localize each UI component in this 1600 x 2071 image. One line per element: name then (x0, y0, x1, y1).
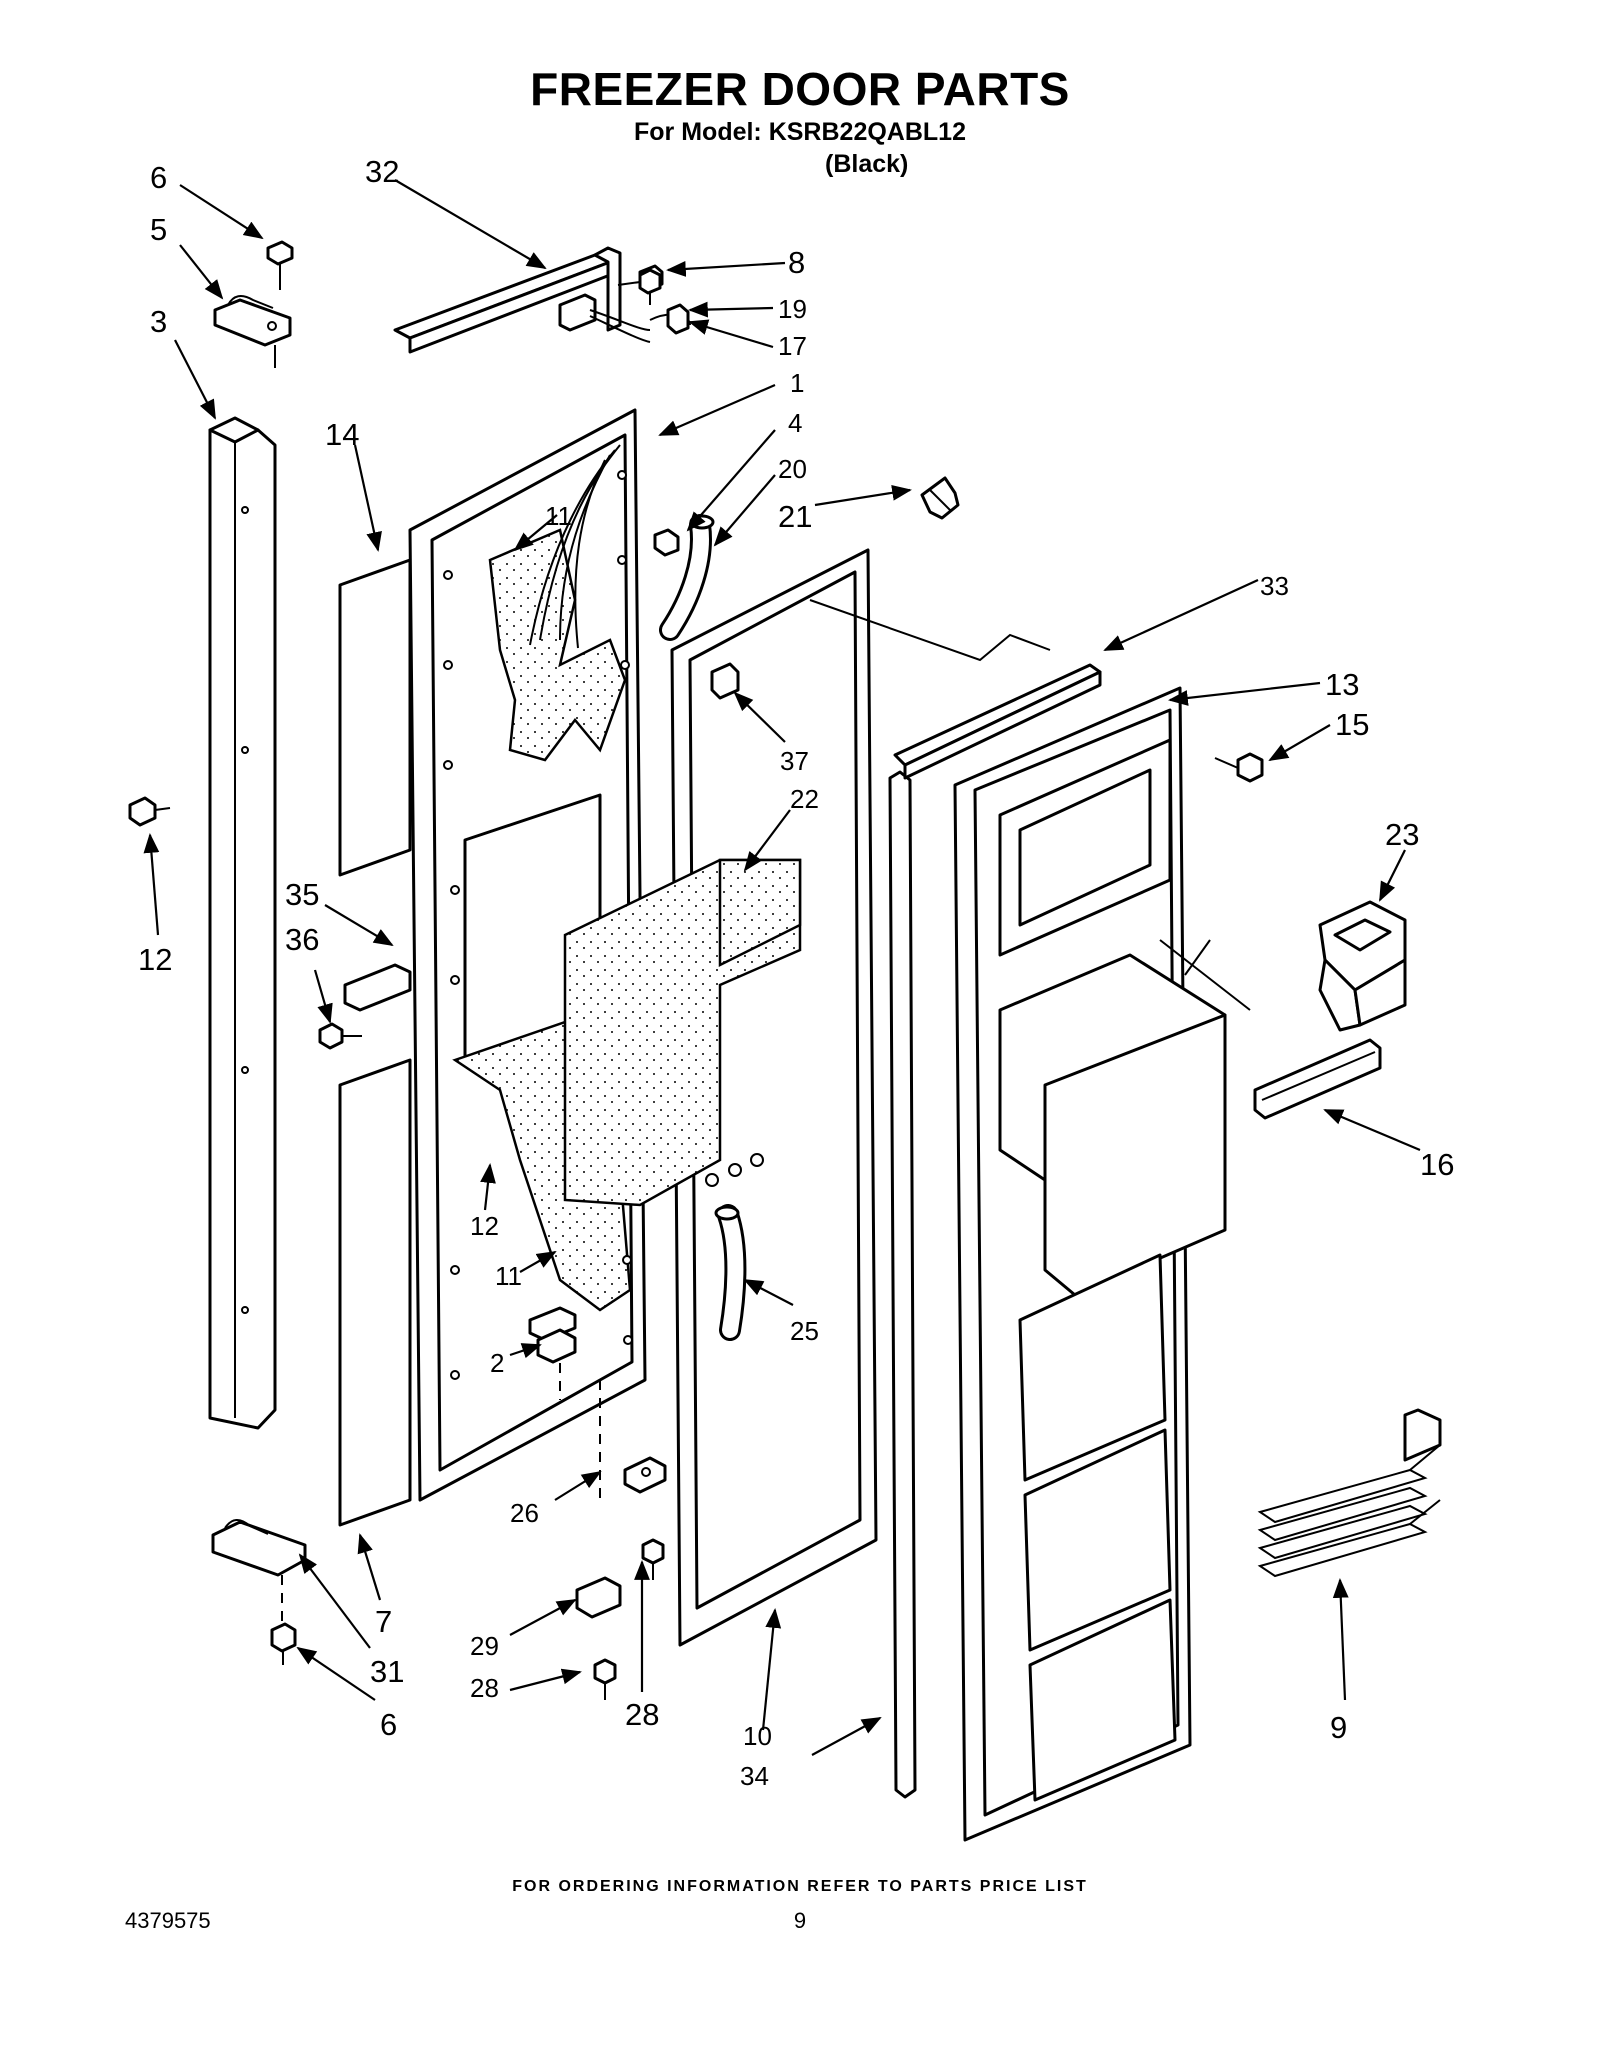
callout-9: 9 (1330, 1710, 1347, 1745)
callout-21: 21 (778, 499, 812, 534)
callout-25: 25 (790, 1316, 819, 1346)
callout-2: 2 (490, 1348, 504, 1378)
actuator-strip-part (1253, 1038, 1382, 1120)
small-channel-part (343, 963, 412, 1012)
callout-17: 17 (778, 331, 807, 361)
hinge-screw-right-part (641, 1538, 665, 1580)
bottom-screw-part (270, 1622, 297, 1665)
callout-23: 23 (1385, 817, 1419, 852)
callout-1: 1 (790, 368, 804, 398)
ordering-note: FOR ORDERING INFORMATION REFER TO PARTS … (512, 1878, 1088, 1895)
callout-36: 36 (285, 922, 319, 957)
door-liner-frame-part (408, 408, 647, 1502)
callout-26: 26 (510, 1498, 539, 1528)
upper-insulation-panel-part (338, 558, 412, 877)
callout-16: 16 (1420, 1147, 1454, 1182)
page-title: FREEZER DOOR PARTS (530, 63, 1070, 115)
callout-22: 22 (790, 784, 819, 814)
callout-19: 19 (778, 294, 807, 324)
shelf-rails-part (1257, 1408, 1442, 1578)
callout-11-top: 11 (545, 501, 572, 531)
hinge-screw-left-part (593, 1658, 617, 1700)
bottom-hinge-bracket-part (211, 1519, 307, 1577)
callout-13: 13 (1325, 667, 1359, 702)
callout-12-left: 12 (138, 942, 172, 977)
top-screw-part (266, 240, 294, 290)
callout-11-mid: 11 (495, 1261, 522, 1291)
model-line: For Model: KSRB22QABL12 (634, 118, 966, 146)
wire-nut-part (920, 476, 960, 520)
dispenser-chute-part (1318, 900, 1407, 1032)
callout-35: 35 (285, 877, 319, 912)
outer-door-panel-part (953, 686, 1227, 1842)
small-screw-part (318, 1022, 362, 1050)
callout-12-mid: 12 (470, 1211, 499, 1241)
callout-15: 15 (1335, 707, 1369, 742)
hinge-pin-bracket-part (575, 1576, 622, 1619)
callout-7: 7 (375, 1604, 392, 1639)
edge-strip-part (888, 770, 917, 1799)
callout-34: 34 (740, 1761, 769, 1791)
top-channel-screw-part (617, 268, 662, 295)
lower-hinge-part (623, 1456, 667, 1494)
callout-6-top: 6 (150, 160, 167, 195)
wire-clip-part (666, 303, 690, 335)
callout-6-bottom: 6 (380, 1707, 397, 1742)
lower-insulation-panel-part (338, 1058, 412, 1527)
page-number: 9 (793, 1908, 807, 1933)
callout-32: 32 (365, 154, 399, 189)
callout-28-right: 28 (625, 1697, 659, 1732)
top-hinge-bracket-part (213, 295, 292, 347)
upper-tube-part (659, 514, 715, 641)
callout-5: 5 (150, 212, 167, 247)
callout-4: 4 (788, 408, 802, 438)
plug-button-part (653, 528, 680, 557)
callout-3: 3 (150, 304, 167, 339)
left-trim-strip-part (208, 416, 277, 1430)
document-number: 4379575 (125, 1908, 211, 1933)
callout-8: 8 (788, 245, 805, 280)
callout-14: 14 (325, 417, 359, 452)
callout-28-left: 28 (470, 1673, 499, 1703)
callout-29: 29 (470, 1631, 499, 1661)
callout-33: 33 (1260, 571, 1289, 601)
top-channel-part (393, 246, 622, 354)
callout-37: 37 (780, 746, 809, 776)
callout-20: 20 (778, 454, 807, 484)
dispenser-top-channel-part (893, 663, 1102, 780)
side-screw-part (128, 796, 171, 827)
panel-screw-part (1214, 752, 1264, 783)
callout-31: 31 (370, 1654, 404, 1689)
color-note: (Black) (825, 150, 909, 178)
lower-tube-part (714, 1204, 747, 1341)
door-frame-gasket-part (670, 548, 878, 1647)
callout-10: 10 (743, 1721, 772, 1751)
leader-lines (143, 179, 1421, 1756)
